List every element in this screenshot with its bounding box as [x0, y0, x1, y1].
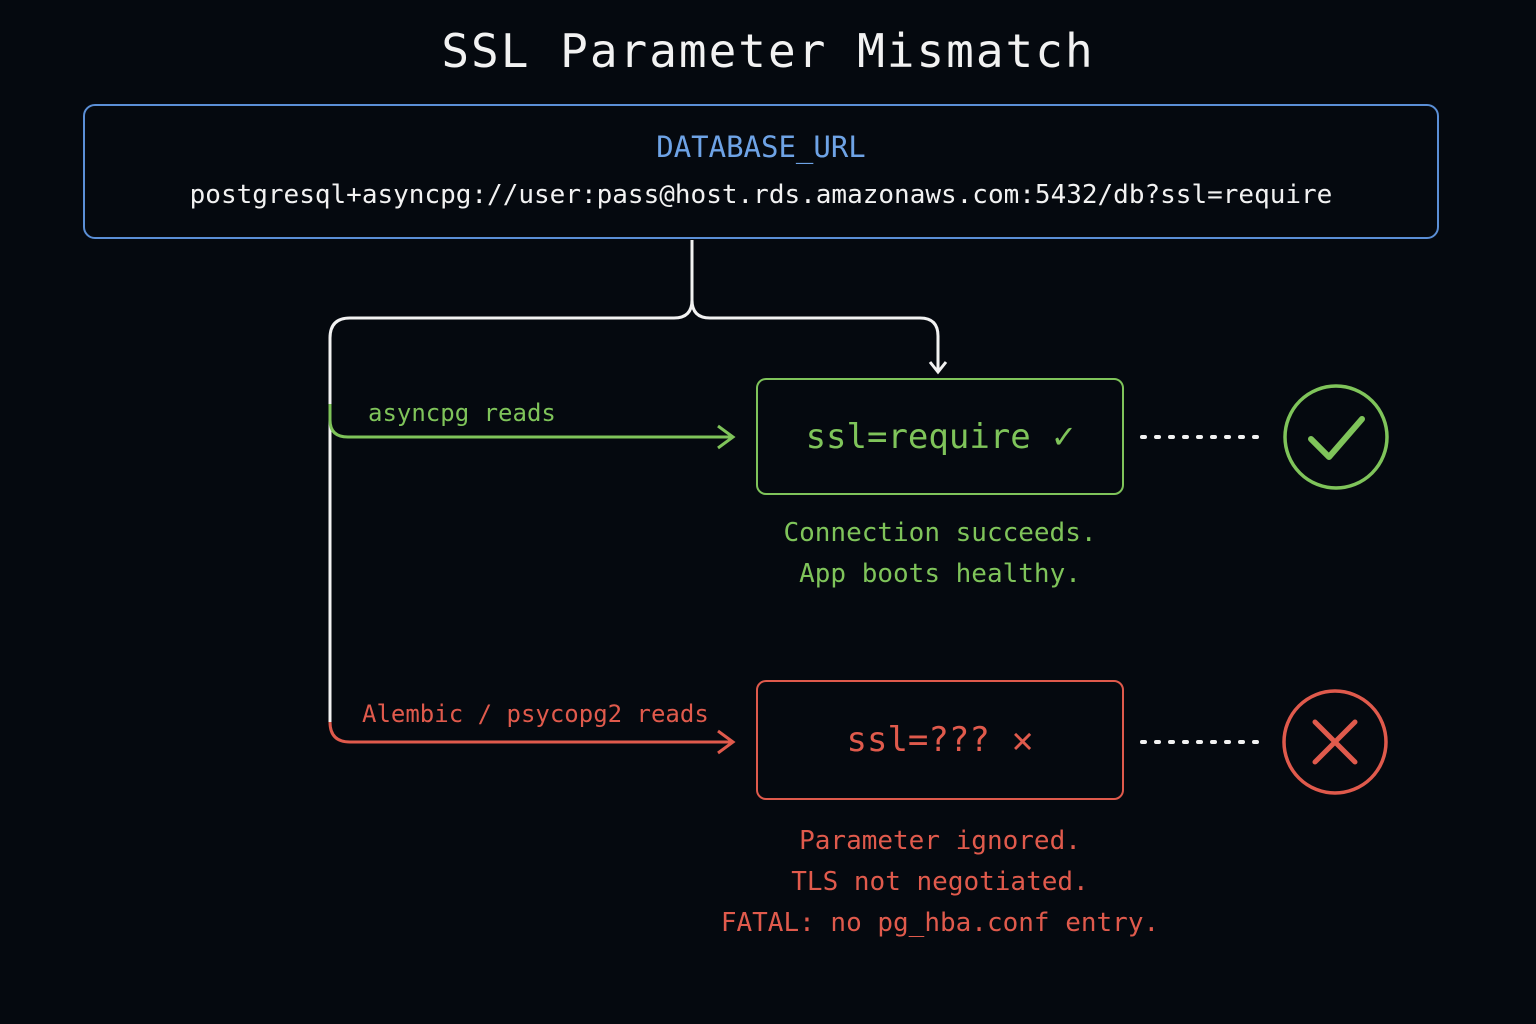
cross-icon: ✕: [1011, 719, 1034, 761]
checkmark-icon: ✓: [1052, 416, 1075, 457]
connector-trunk: [328, 240, 694, 722]
failure-note-line: FATAL: no pg_hba.conf entry.: [720, 908, 1160, 938]
psycopg2-path-label: Alembic / psycopg2 reads: [362, 700, 709, 728]
ssl-require-text: ssl=require: [805, 416, 1031, 457]
ok-arrowhead: [717, 424, 736, 450]
x-circle-icon: [1282, 689, 1388, 795]
success-note-line: App boots healthy.: [799, 559, 1081, 589]
asyncpg-path-label: asyncpg reads: [368, 399, 556, 427]
success-note-line: Connection succeeds.: [783, 518, 1097, 548]
success-notes: Connection succeeds. App boots healthy.: [640, 513, 1240, 595]
database-url-box: DATABASE_URL postgresql+asyncpg://user:p…: [83, 104, 1439, 239]
failure-notes: Parameter ignored. TLS not negotiated. F…: [640, 821, 1240, 944]
database-url-label: DATABASE_URL: [656, 130, 866, 164]
database-url-value: postgresql+asyncpg://user:pass@host.rds.…: [189, 180, 1333, 210]
connector-arrowhead-top: [928, 361, 948, 375]
page-title: SSL Parameter Mismatch: [441, 24, 1095, 78]
fail-branch-line: [328, 721, 732, 744]
connector-top-right: [690, 299, 940, 370]
ssl-require-box: ssl=require ✓: [756, 378, 1124, 495]
ssl-unknown-box: ssl=??? ✕: [756, 680, 1124, 800]
failure-note-line: Parameter ignored.: [799, 826, 1081, 856]
failure-note-line: TLS not negotiated.: [791, 867, 1089, 897]
check-circle-icon: [1283, 384, 1389, 490]
ssl-unknown-text: ssl=???: [846, 720, 990, 760]
fail-arrowhead: [717, 729, 736, 755]
ok-branch-line: [328, 404, 732, 439]
